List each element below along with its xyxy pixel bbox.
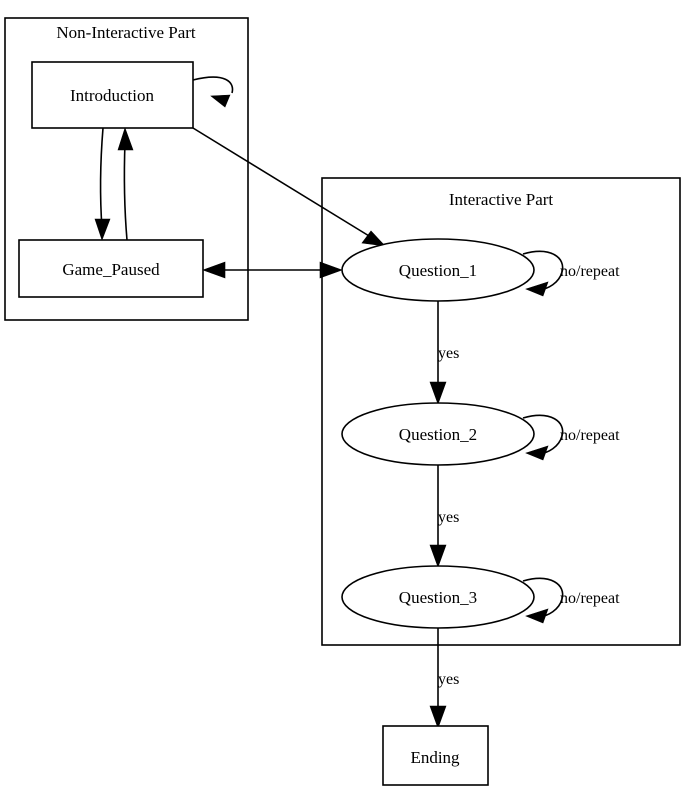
cluster-non-interactive-border <box>4 17 249 321</box>
edge-introduction-to-game-paused-arrowhead <box>94 218 111 241</box>
edge-game-paused-question-1-bidirectional[interactable] <box>202 261 343 279</box>
edge-question-2-self-loop[interactable]: no/repeat <box>522 414 620 461</box>
edge-question-1-self-loop-arrowhead <box>525 281 549 297</box>
edge-question-3-to-ending-label: yes <box>438 671 459 688</box>
node-ending-label: Ending <box>410 748 460 767</box>
edge-question-1-self-loop-path <box>522 250 564 291</box>
edge-game-paused-question-1-arrowhead-left <box>202 261 226 279</box>
node-game-paused-label: Game_Paused <box>62 260 160 279</box>
edge-question-2-self-loop-label: no/repeat <box>560 427 620 444</box>
node-question-1-label: Question_1 <box>399 261 477 280</box>
cluster-interactive: Interactive Part <box>321 177 681 646</box>
node-question-3[interactable]: Question_3 <box>341 565 535 629</box>
edge-question-1-self-loop[interactable]: no/repeat <box>522 250 620 297</box>
edge-question-3-to-ending[interactable]: yes <box>429 628 459 729</box>
node-question-3-shape <box>341 565 535 629</box>
edge-introduction-self-loop[interactable] <box>192 76 234 108</box>
edge-question-3-to-ending-arrowhead <box>429 705 447 729</box>
edge-introduction-to-question-1[interactable] <box>192 127 386 247</box>
edge-question-3-self-loop-path <box>522 577 564 618</box>
edge-question-2-to-question-3[interactable]: yes <box>429 465 459 568</box>
node-introduction-label: Introduction <box>70 86 155 105</box>
node-ending-shape <box>382 725 489 786</box>
node-game-paused[interactable]: Game_Paused <box>18 239 204 298</box>
node-question-2-shape <box>341 402 535 466</box>
edge-question-3-self-loop-arrowhead <box>525 608 549 624</box>
node-question-2-label: Question_2 <box>399 425 477 444</box>
edge-game-paused-to-introduction-arrowhead <box>117 127 134 151</box>
node-question-1-shape <box>341 238 535 302</box>
edge-game-paused-to-introduction-path <box>123 141 128 241</box>
edge-question-3-self-loop[interactable]: no/repeat <box>522 577 620 624</box>
edge-question-2-to-question-3-arrowhead <box>429 544 447 568</box>
edge-introduction-to-game-paused[interactable] <box>94 127 111 241</box>
edge-question-1-to-question-2[interactable]: yes <box>429 301 459 405</box>
edge-question-2-to-question-3-label: yes <box>438 509 459 526</box>
edge-game-paused-to-introduction[interactable] <box>117 127 134 241</box>
cluster-non-interactive: Non-Interactive Part <box>4 17 249 321</box>
edge-question-2-self-loop-arrowhead <box>525 445 549 461</box>
node-ending[interactable]: Ending <box>382 725 489 786</box>
node-question-2[interactable]: Question_2 <box>341 402 535 466</box>
edge-question-2-self-loop-path <box>522 414 564 455</box>
edge-introduction-to-game-paused-path <box>99 127 104 229</box>
edge-question-1-to-question-2-label: yes <box>438 345 459 362</box>
node-introduction-shape <box>31 61 194 129</box>
edge-question-3-self-loop-label: no/repeat <box>560 590 620 607</box>
edge-question-1-to-question-2-arrowhead <box>429 381 447 405</box>
cluster-interactive-label: Interactive Part <box>449 190 554 209</box>
edge-question-1-self-loop-label: no/repeat <box>560 263 620 280</box>
edge-introduction-to-question-1-path <box>192 127 375 240</box>
cluster-non-interactive-label: Non-Interactive Part <box>56 23 196 42</box>
node-question-3-label: Question_3 <box>399 588 477 607</box>
node-game-paused-shape <box>18 239 204 298</box>
node-question-1[interactable]: Question_1 <box>341 238 535 302</box>
edge-introduction-self-loop-arrowhead <box>210 94 231 108</box>
edge-introduction-self-loop-path <box>192 76 234 94</box>
cluster-interactive-border <box>321 177 681 646</box>
edge-game-paused-question-1-arrowhead-right <box>319 261 343 279</box>
edge-introduction-to-question-1-arrowhead <box>361 230 386 247</box>
node-introduction[interactable]: Introduction <box>31 61 194 129</box>
